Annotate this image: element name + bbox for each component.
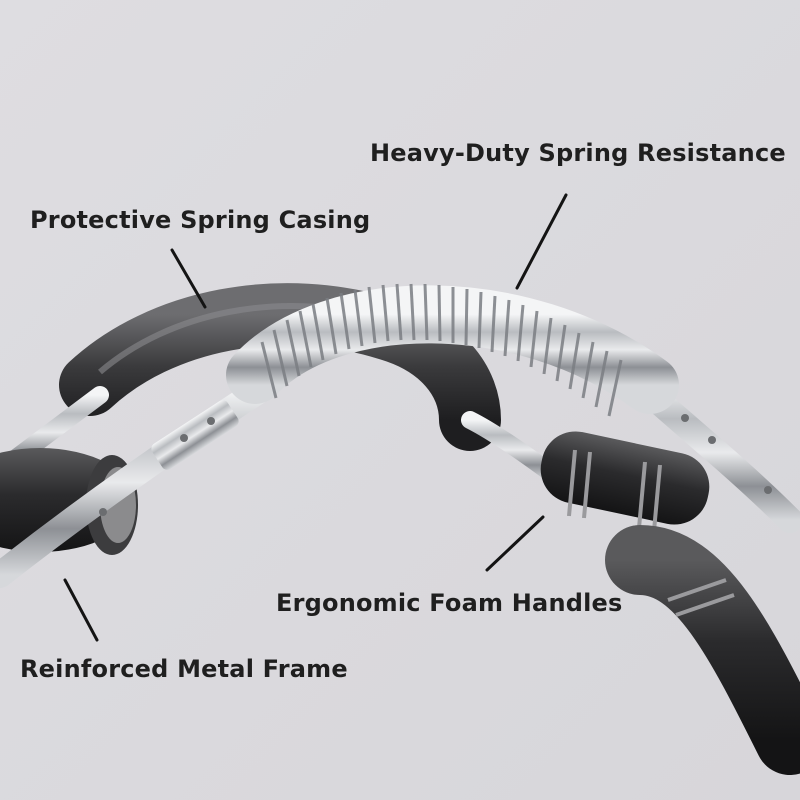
heavy-duty-spring [226,283,679,417]
lower-foam-handle [605,525,800,775]
frame-leader-line [63,578,99,642]
handles-leader-line [485,515,545,572]
callout-metal-frame: Reinforced Metal Frame [20,655,348,683]
reinforced-metal-frame [0,372,800,588]
callout-foam-handles: Ergonomic Foam Handles [276,589,623,617]
callout-spring-resistance: Heavy-Duty Spring Resistance [370,139,786,167]
casing-leader-line [170,248,207,309]
right-foam-handle [540,431,710,532]
callout-spring-casing: Protective Spring Casing [30,206,371,234]
spring-leader-line [515,193,568,290]
